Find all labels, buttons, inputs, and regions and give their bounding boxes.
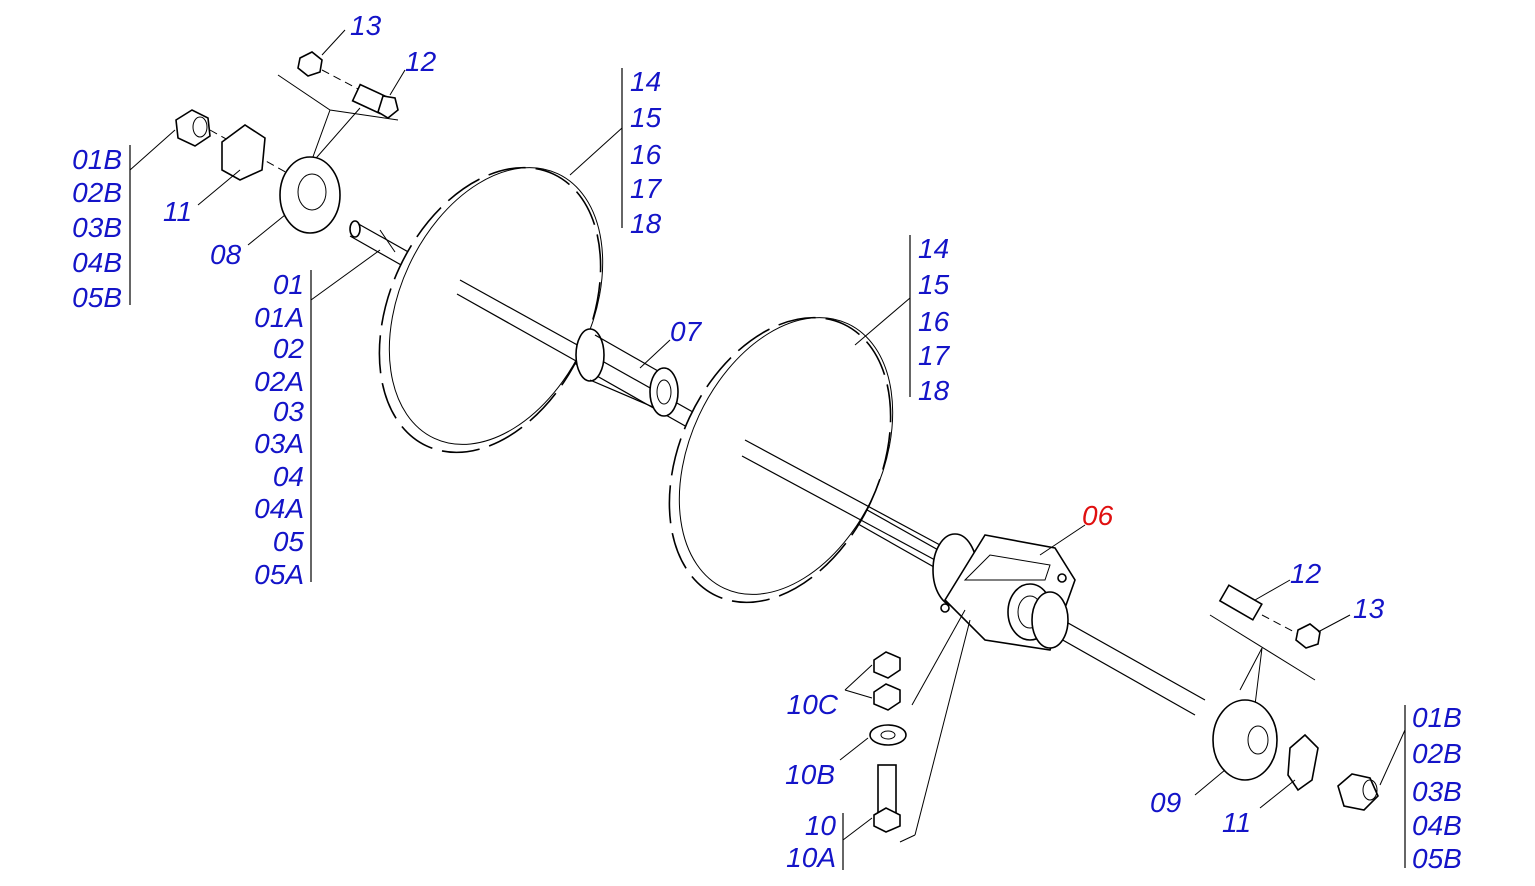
label-06: 06 xyxy=(1082,500,1114,531)
nut-group-right: 01B 02B 03B 04B 05B xyxy=(1412,702,1462,874)
top-left-hardware xyxy=(175,51,399,234)
label-05A: 05A xyxy=(254,559,304,590)
label-01: 01 xyxy=(273,269,304,300)
disc1-group: 14 15 16 17 18 xyxy=(630,66,663,239)
label-03B: 03B xyxy=(1412,776,1462,807)
label-14: 14 xyxy=(918,233,949,264)
label-04A: 04A xyxy=(254,493,304,524)
label-11-bottom: 11 xyxy=(1222,807,1251,838)
label-03: 03 xyxy=(273,396,305,427)
label-12-top: 12 xyxy=(405,46,437,77)
label-10C: 10C xyxy=(787,689,839,720)
bottom-right-hardware xyxy=(1209,584,1379,811)
label-08: 08 xyxy=(210,239,242,270)
label-16: 16 xyxy=(918,306,950,337)
label-18: 18 xyxy=(918,375,950,406)
label-05B: 05B xyxy=(72,282,122,313)
mount-hardware xyxy=(869,609,971,843)
label-16: 16 xyxy=(630,139,662,170)
label-18: 18 xyxy=(630,208,662,239)
label-15: 15 xyxy=(918,269,950,300)
label-03B: 03B xyxy=(72,212,122,243)
leader-lines xyxy=(129,29,1406,870)
label-05B: 05B xyxy=(1412,843,1462,874)
notched-disc-1 xyxy=(378,166,604,454)
label-01B: 01B xyxy=(72,144,122,175)
label-13-bottom: 13 xyxy=(1353,593,1385,624)
label-11-top: 11 xyxy=(163,196,192,227)
label-04B: 04B xyxy=(72,247,122,278)
label-10A: 10A xyxy=(786,842,836,873)
label-12-bottom: 12 xyxy=(1290,558,1322,589)
label-01A: 01A xyxy=(254,302,304,333)
label-05: 05 xyxy=(273,526,305,557)
label-04B: 04B xyxy=(1412,810,1462,841)
bearing-housing xyxy=(932,533,1076,651)
spacer-tube xyxy=(575,328,679,417)
label-02: 02 xyxy=(273,333,305,364)
label-14: 14 xyxy=(630,66,661,97)
shaft-group: 01 01A 02 02A 03 03A 04 04A 05 05A xyxy=(254,269,304,590)
label-10B: 10B xyxy=(785,759,835,790)
label-04: 04 xyxy=(273,461,304,492)
label-15: 15 xyxy=(630,102,662,133)
label-02B: 02B xyxy=(72,177,122,208)
label-07: 07 xyxy=(670,316,703,347)
mount-labels: 10C 10B 10 10A xyxy=(785,689,839,873)
notched-disc-2 xyxy=(668,316,941,604)
label-01B: 01B xyxy=(1412,702,1462,733)
label-17: 17 xyxy=(918,340,951,371)
label-10: 10 xyxy=(805,810,837,841)
disc2-group: 14 15 16 17 18 xyxy=(918,233,951,406)
label-03A: 03A xyxy=(254,428,304,459)
label-02A: 02A xyxy=(254,366,304,397)
nut-group-left: 01B 02B 03B 04B 05B xyxy=(72,144,122,313)
label-17: 17 xyxy=(630,173,663,204)
label-13-top: 13 xyxy=(350,10,382,41)
label-09: 09 xyxy=(1150,787,1181,818)
label-02B: 02B xyxy=(1412,738,1462,769)
